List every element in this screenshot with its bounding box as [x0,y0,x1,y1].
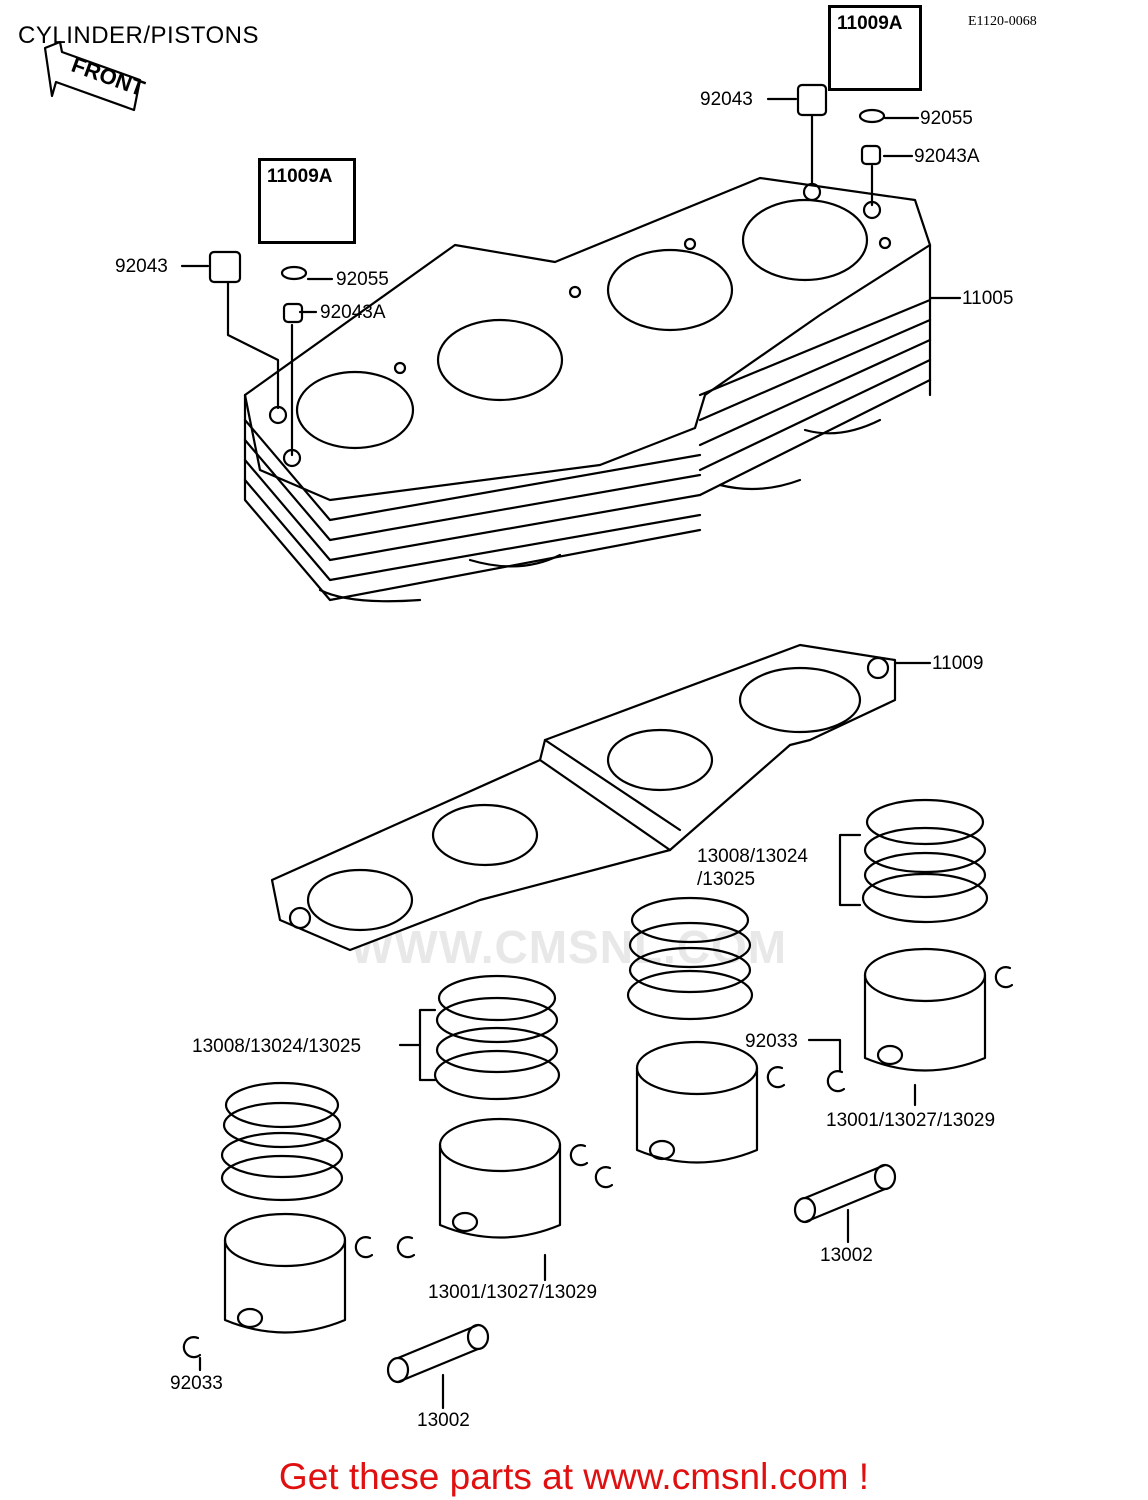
label-rings-left: 13008/13024/13025 [192,1036,362,1057]
label-rings-right: 13008/13024 [697,846,808,867]
circlip-icon [354,1236,374,1259]
circlip-icon [396,1236,416,1259]
label-oring-right: 92043A [914,146,980,167]
circlip-icon [594,1166,614,1189]
ring-set-far-right [861,798,989,924]
piston-far-right [863,947,987,1072]
label-circlip-left: 92033 [170,1373,223,1394]
ring-set-mid-right [626,896,754,1021]
ring-set-mid-left [433,974,561,1101]
circlip-icon [766,1066,786,1089]
circlip-icon [182,1336,202,1359]
kit-box-right: 11009A [828,5,922,91]
label-oring-left: 92043A [320,302,386,323]
footer-cta-link[interactable]: Get these parts at www.cmsnl.com ! [278,1456,870,1497]
piston-mid-right [635,1040,759,1164]
ring-set-far-left [220,1081,344,1202]
piston-mid-left [438,1117,562,1239]
circlip-icon [994,966,1014,989]
piston-far-left [223,1212,347,1334]
label-pin-left: 13002 [417,1410,470,1431]
oring-right-icon [860,144,882,166]
piston-pin-left [386,1323,490,1384]
kit-label-right: 11009A [837,13,903,34]
cylinder-block [243,176,932,603]
label-washer-left: 92055 [336,269,389,290]
label-rings-right-2: /13025 [697,869,756,890]
label-cylinder-block: 11005 [962,288,1014,309]
label-piston-right: 13001/13027/13029 [826,1110,996,1131]
kit-box-left: 11009A [258,158,356,244]
washer-right-icon [858,108,886,124]
kit-label-left: 11009A [267,166,333,187]
label-piston-mid: 13001/13027/13029 [428,1282,598,1303]
circlip-icon [826,1070,846,1093]
front-arrow-icon: FRONT [43,40,149,112]
washer-left-icon [280,265,308,281]
dowel-right-icon [796,83,828,117]
diagram-ref-code: E1120-0068 [968,14,1037,29]
circlip-icon [569,1144,589,1167]
label-head-gasket: 11009 [932,653,984,674]
label-dowel-right: 92043 [700,89,753,110]
label-circlip-right: 92033 [745,1031,798,1052]
label-pin-right: 13002 [820,1245,873,1266]
label-washer-right: 92055 [920,108,973,129]
head-gasket [270,643,897,952]
dowel-left-icon [208,250,242,284]
piston-pin-right [793,1163,897,1224]
label-dowel-left: 92043 [115,256,168,277]
oring-left-icon [282,302,304,324]
